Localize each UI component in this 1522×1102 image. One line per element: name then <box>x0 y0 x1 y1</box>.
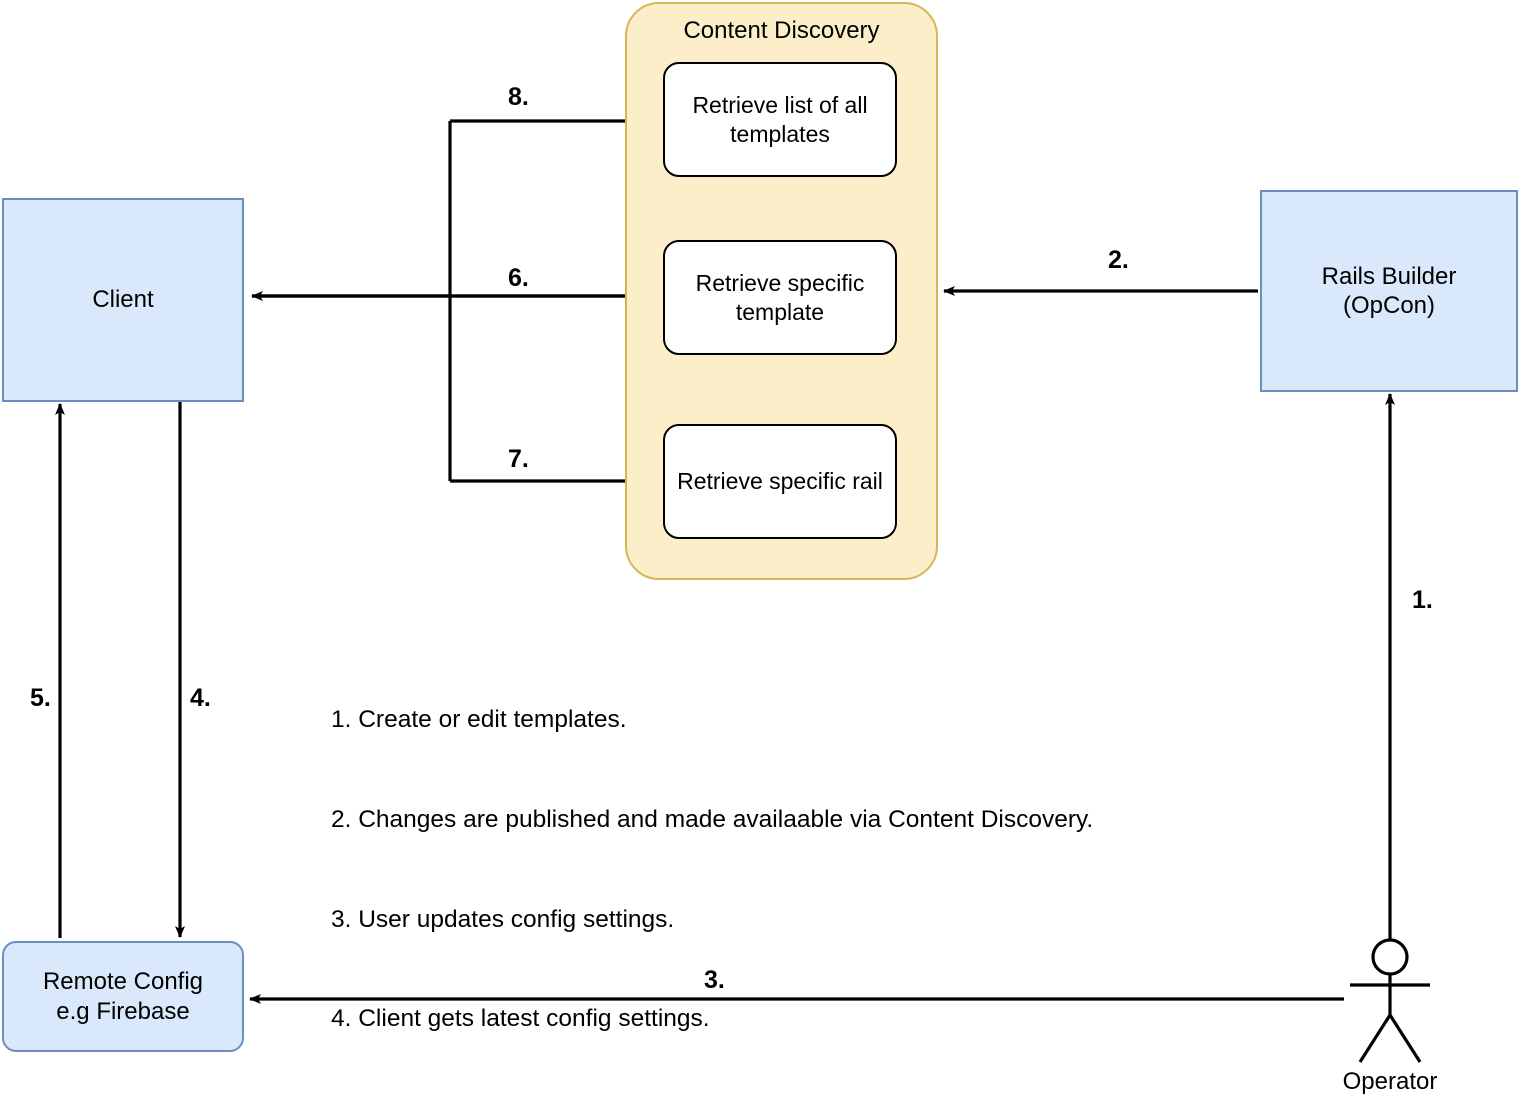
legend-line: 4. Client gets latest config settings. <box>331 1005 710 1033</box>
legend-line: 2. Changes are published and made availa… <box>331 805 1094 833</box>
edge-label-7: 7. <box>508 445 529 473</box>
node-retrieve-specific-rail[interactable]: Retrieve specific rail <box>663 424 897 539</box>
edge-label-5: 5. <box>30 684 51 712</box>
node-client-label: Client <box>92 286 154 314</box>
legend-line: 1. Create or edit templates. <box>331 705 627 733</box>
edge-label-1: 1. <box>1412 586 1433 614</box>
operator-icon <box>1350 938 1430 1063</box>
legend-line: 3. User updates config settings. <box>331 905 675 933</box>
node-retrieve-specific-rail-label: Retrieve specific rail <box>677 468 883 495</box>
edge-label-3: 3. <box>704 966 725 994</box>
group-content-discovery-title: Content Discovery <box>683 17 880 44</box>
legend-notes: 1. Create or edit templates. 2. Changes … <box>331 636 1211 1102</box>
edge-label-6: 6. <box>508 264 529 292</box>
edge-label-4: 4. <box>190 684 211 712</box>
edge-label-2: 2. <box>1108 246 1129 274</box>
node-rails-builder[interactable]: Rails Builder(OpCon) <box>1260 190 1518 392</box>
edge-label-8: 8. <box>508 83 529 111</box>
node-client[interactable]: Client <box>2 198 244 402</box>
node-operator-label: Operator <box>1342 1068 1438 1095</box>
node-rails-builder-label: Rails Builder(OpCon) <box>1321 262 1457 319</box>
